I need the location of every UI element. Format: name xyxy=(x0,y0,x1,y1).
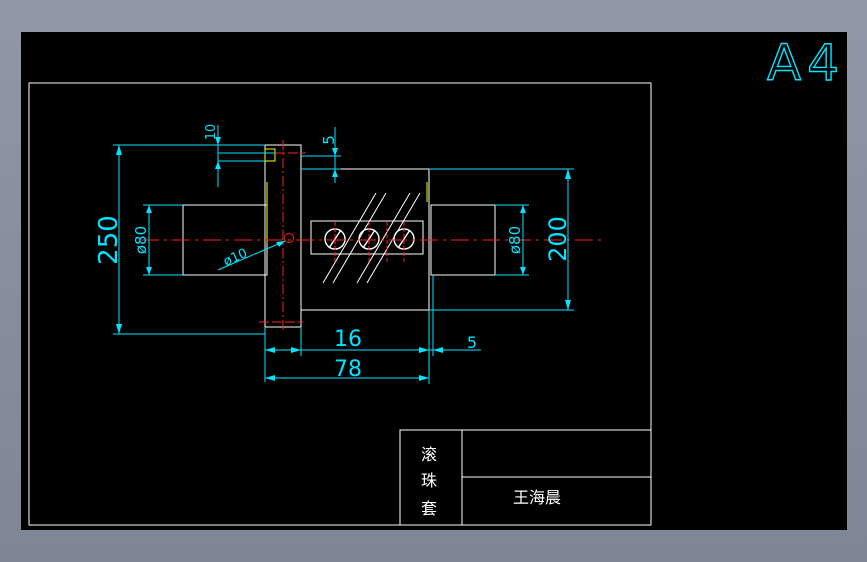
dim-200: 200 xyxy=(544,216,572,262)
dim-right-5: 5 xyxy=(467,333,477,352)
dim-hole-diameter: ø10 xyxy=(221,246,249,270)
part-outline xyxy=(182,144,496,328)
dim-top-5: 5 xyxy=(320,135,338,145)
hidden-lines xyxy=(264,148,428,244)
dim-left-diameter: ø80 xyxy=(132,226,150,254)
drawing-frame xyxy=(28,82,652,526)
designer-name: 王海晨 xyxy=(513,488,561,507)
dim-right-diameter: ø80 xyxy=(506,226,524,254)
part-name-char-2: 珠 xyxy=(421,471,437,490)
pin-hole-circle xyxy=(284,233,294,243)
cad-drawing-canvas[interactable]: A4 滚 珠 套 王海晨 xyxy=(21,32,847,530)
dim-16: 16 xyxy=(334,327,362,352)
dim-10: 10 xyxy=(204,124,219,141)
drawing-svg: A4 滚 珠 套 王海晨 xyxy=(28,33,845,526)
title-block xyxy=(399,429,652,526)
part-name-char-1: 滚 xyxy=(421,445,437,464)
center-lines xyxy=(141,140,601,332)
dimension-arrows xyxy=(116,137,571,381)
part-name-char-3: 套 xyxy=(421,499,437,518)
dim-78: 78 xyxy=(334,357,362,382)
dim-250: 250 xyxy=(94,215,124,265)
sheet-size-label: A4 xyxy=(767,34,845,92)
